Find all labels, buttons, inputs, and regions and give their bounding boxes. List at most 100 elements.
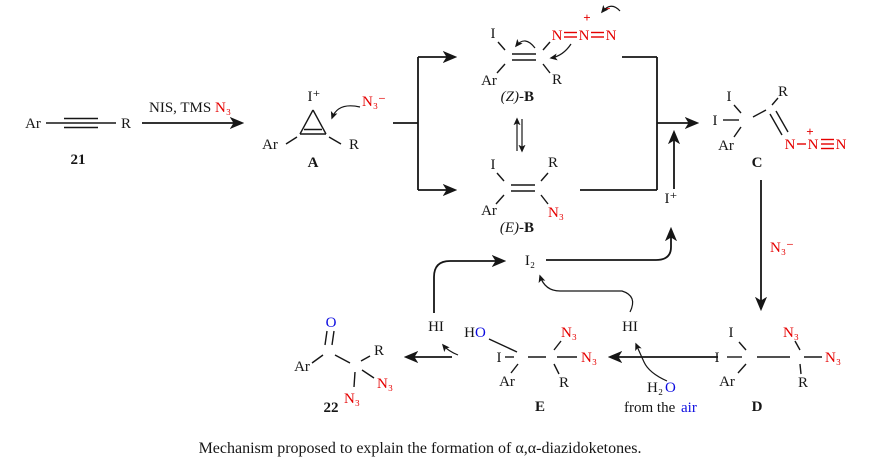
arrow-E-to-22: HI [403, 319, 459, 364]
atom-label-o: O [475, 325, 486, 341]
atom-label-r: R [349, 137, 359, 153]
arrow-i2-to-iplus [546, 226, 678, 261]
atom-label-r: R [548, 155, 558, 171]
bond [361, 369, 375, 379]
species-label-i2: I₂ [525, 253, 535, 269]
arrow-D-to-E: HI H₂ O from the air [607, 319, 718, 416]
atom-label-n1: N [785, 137, 796, 153]
bond [542, 41, 551, 51]
atom-label-i: I [727, 89, 732, 105]
structure-D: I I Ar N₃ N₃ R D [715, 325, 842, 415]
iodine-recycle-loop: I₂ [433, 253, 634, 313]
atom-label-r: R [374, 343, 384, 359]
atom-label-o: O [326, 315, 337, 331]
atom-label-r: R [552, 72, 562, 88]
bond [360, 355, 371, 362]
atom-label-n2: N [808, 137, 819, 153]
structure-22: O Ar R N₃ N₃ 22 [294, 315, 393, 416]
arrow-21-to-A: NIS, TMS N₃ [142, 100, 245, 130]
structure-C: I I Ar R N N + N C [713, 84, 847, 171]
bond [311, 354, 324, 364]
atom-label-azide: N₃ [825, 350, 841, 366]
annotation-air: air [681, 400, 697, 416]
reagent-label-h2: H₂ [647, 380, 663, 396]
atom-label-ar: Ar [481, 73, 497, 89]
figure-caption: Mechanism proposed to explain the format… [199, 440, 642, 457]
bond [553, 340, 562, 351]
structure-A: I⁺ Ar R N₃⁻ A [262, 89, 386, 171]
atom-label-ar: Ar [719, 374, 735, 390]
equilibrium-arrows [513, 117, 526, 153]
bond [285, 136, 298, 145]
atom-label-i: I [491, 157, 496, 173]
structure-label-C: C [752, 155, 763, 171]
atom-label-n2: N [579, 28, 590, 44]
structure-label-ZB: B [524, 89, 534, 105]
atom-label-ar: Ar [262, 137, 278, 153]
bond [540, 194, 549, 205]
structure-label-21: 21 [71, 152, 86, 168]
bond [553, 363, 560, 375]
bond [799, 363, 802, 375]
arrow-hi-to-i2 [433, 254, 507, 313]
structure-21: Ar R 21 [25, 116, 131, 168]
atom-label-r: R [559, 375, 569, 391]
bond [299, 109, 314, 135]
byproduct-label-hi: HI [622, 319, 638, 335]
atom-label-i: I [491, 26, 496, 42]
structure-E-B: I R Ar N₃ (E)- B [481, 155, 564, 236]
curved-arrow-hi-to-i2 [538, 274, 634, 313]
structure-label-D: D [752, 399, 763, 415]
structure-label-22: 22 [324, 400, 339, 416]
bond [733, 104, 742, 114]
structure-E: H O I Ar N₃ N₃ R E [464, 325, 597, 415]
atom-label-ar: Ar [718, 138, 734, 154]
bond [495, 194, 505, 205]
annotation-from-the: from the [624, 400, 676, 416]
structure-label-EB-prefix: (E)- [500, 220, 524, 236]
arrow-B-to-C-merge: I⁺ [546, 56, 700, 261]
reagent-label-azide-anion: N₃⁻ [770, 240, 794, 256]
bond [733, 126, 742, 138]
atom-label-n3: N [606, 28, 617, 44]
atom-label-azide: N₃ [561, 325, 577, 341]
atom-label-ar: Ar [25, 116, 41, 132]
atom-label-n3: N [836, 137, 847, 153]
atom-label-i: I [715, 350, 720, 366]
atom-label-azide: N₃ [344, 391, 360, 407]
byproduct-label-hi: HI [428, 319, 444, 335]
bond [488, 338, 518, 353]
bond [540, 172, 549, 182]
atom-label-n1: N [552, 28, 563, 44]
charge-minus: − [603, 1, 610, 16]
atom-label-azide: N₃ [783, 325, 799, 341]
bond [324, 330, 328, 346]
reagent-label: NIS, TMS [149, 100, 211, 116]
bond [542, 63, 551, 74]
bond [775, 110, 789, 133]
atom-label-ar: Ar [294, 359, 310, 375]
bond [328, 136, 342, 145]
bond [752, 109, 767, 118]
bond [353, 371, 356, 388]
atom-label-azide-anion: N₃⁻ [362, 94, 386, 110]
atom-label-i: I [729, 325, 734, 341]
bond [496, 63, 506, 74]
structure-label-A: A [308, 155, 319, 171]
atom-label-azide: N₃ [377, 376, 393, 392]
curved-arrow-pi-bond [515, 38, 536, 49]
atom-label-ar: Ar [481, 203, 497, 219]
atom-label-ar: Ar [499, 374, 515, 390]
atom-label-azide: N₃ [581, 350, 597, 366]
bond [771, 97, 779, 106]
curved-arrow-azide-attack [330, 105, 361, 120]
arrow-A-to-B-branch [393, 50, 458, 197]
structure-label-E: E [535, 399, 545, 415]
bond [769, 113, 783, 136]
atom-label-r: R [121, 116, 131, 132]
atom-label-i: I [497, 350, 502, 366]
bond [496, 172, 505, 182]
curved-arrow-water-to-hi [635, 342, 668, 382]
atom-label-i: I [713, 113, 718, 129]
